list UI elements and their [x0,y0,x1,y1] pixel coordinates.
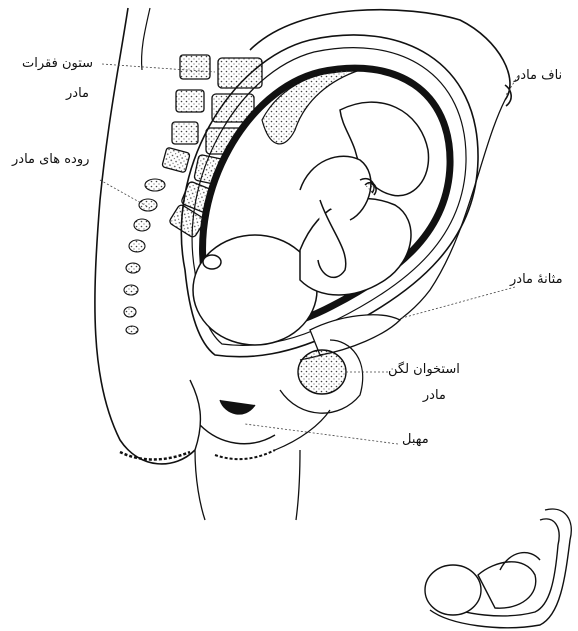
pelvic-bone [298,350,346,394]
label-maternal-intestines: روده های مادر [12,152,89,168]
label-maternal-navel: ناف مادر [514,68,562,84]
label-maternal-bladder: مثانهٔ مادر [510,272,563,288]
label-pelvic-bone-line1: استخوان لگن [388,362,460,378]
label-maternal-spine: ستون فقرات مادر [22,56,93,103]
intestines [124,179,165,334]
label-maternal-pelvic-bone: استخوان لگن مادر [388,362,460,405]
fetus-head [193,235,317,345]
label-maternal-spine-line2: مادر [22,86,93,102]
label-maternal-spine-line1: ستون فقرات [22,56,93,72]
label-vagina: مهبل [402,432,429,448]
inset-fetus-illustration [425,509,571,628]
buttock-outline [190,380,200,450]
cervix [220,400,255,414]
label-pelvic-bone-line2: مادر [388,388,460,404]
fetus-ear [203,255,221,269]
bladder [310,315,400,355]
